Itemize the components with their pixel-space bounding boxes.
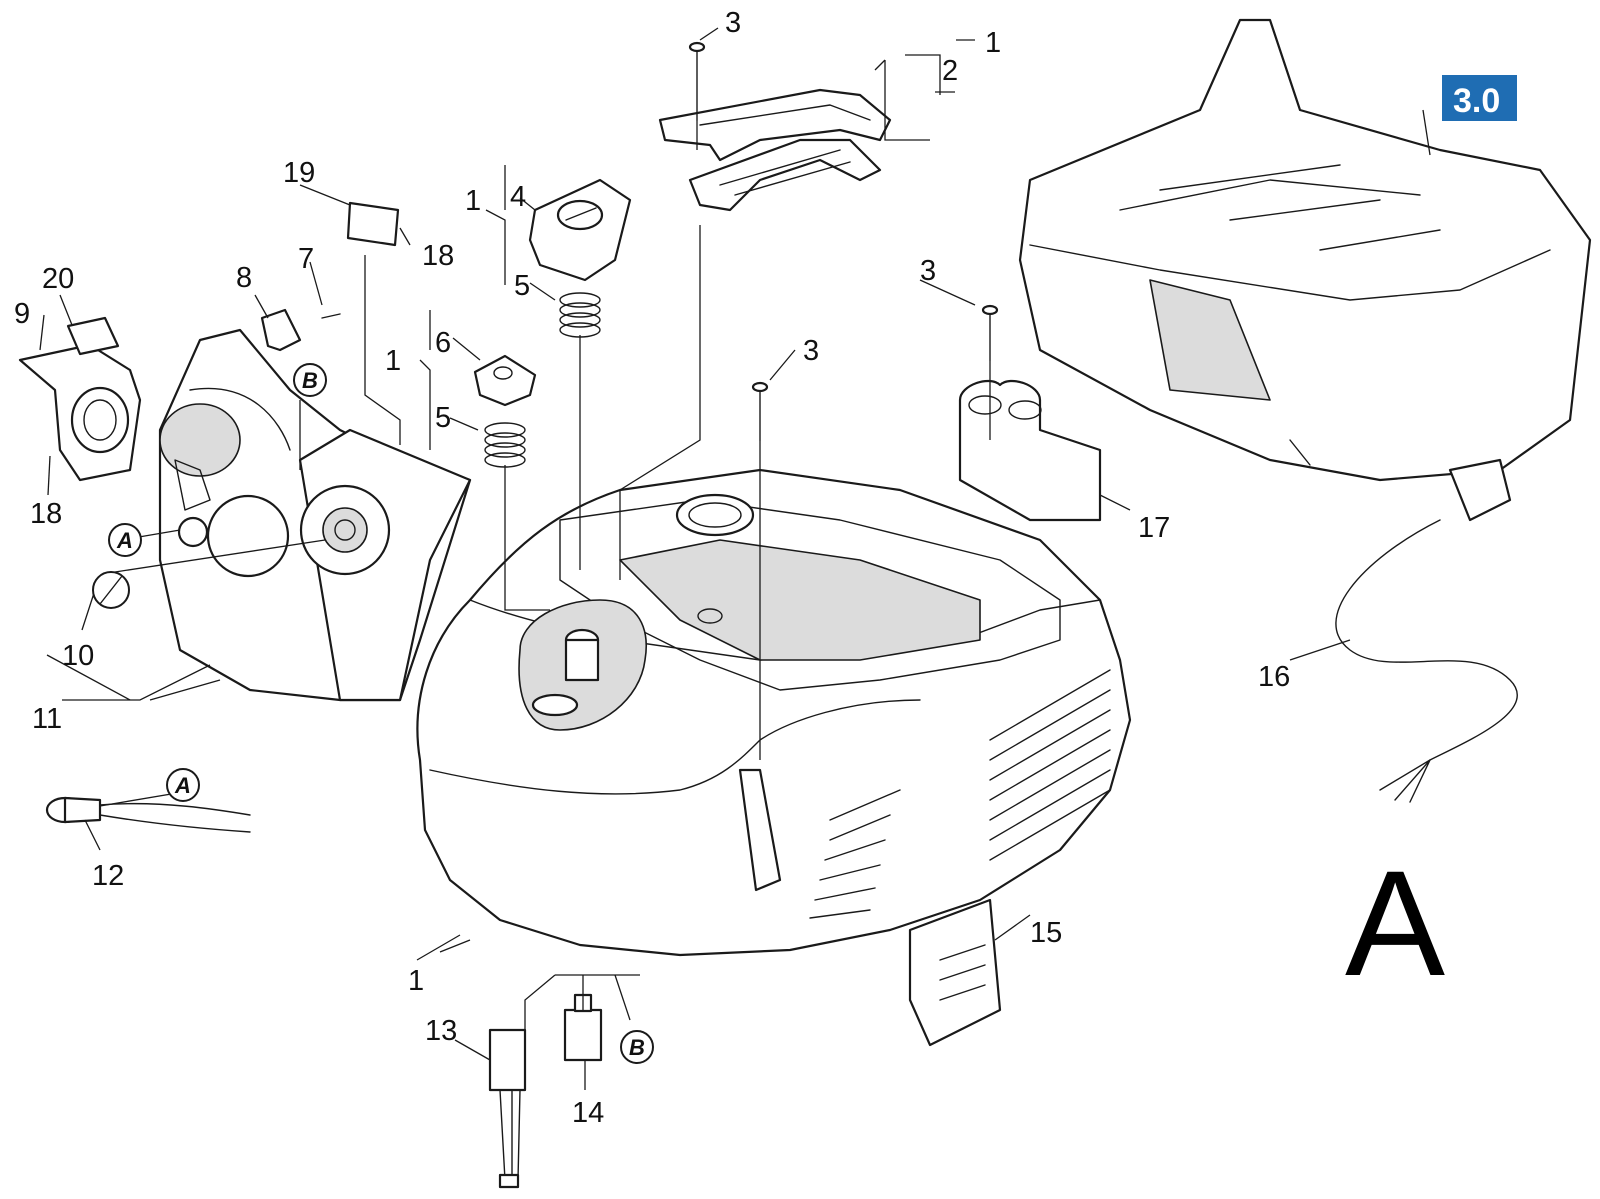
assembly-badge-background xyxy=(1442,75,1517,121)
svg-text:A: A xyxy=(174,773,191,798)
callout-19: 19 xyxy=(283,157,315,189)
assembly-badge[interactable]: 3.0 xyxy=(1442,75,1517,121)
callout-18-top: 18 xyxy=(422,240,454,272)
knob-side xyxy=(473,354,537,407)
cable-holder xyxy=(958,379,1102,522)
indicator-lamp xyxy=(45,796,251,833)
reference-markers: B A A B xyxy=(92,363,654,1064)
power-cord xyxy=(1335,458,1518,803)
ref-marker-b-bottom: B xyxy=(620,1030,654,1064)
main-housing xyxy=(416,468,1132,957)
callout-1-side: 1 xyxy=(385,345,401,377)
filter-cover xyxy=(908,898,1002,1047)
callout-3-right: 3 xyxy=(920,255,936,287)
spring-lower xyxy=(484,422,526,468)
ref-marker-a-left: A xyxy=(108,523,142,557)
front-panel xyxy=(158,328,472,702)
svg-text:B: B xyxy=(302,368,318,393)
svg-text:A: A xyxy=(116,528,133,553)
knob-top xyxy=(528,178,632,282)
ref-marker-a-lamp: A xyxy=(166,768,200,802)
label-plate xyxy=(346,201,400,247)
callout-9: 9 xyxy=(14,298,30,330)
base-tray xyxy=(1018,18,1592,482)
callout-7: 7 xyxy=(298,243,314,275)
callout-15: 15 xyxy=(1030,917,1062,949)
callout-2-handle: 2 xyxy=(942,55,958,87)
connector-13 xyxy=(488,1028,527,1189)
callout-10: 10 xyxy=(62,640,94,672)
clip xyxy=(260,308,302,352)
socket xyxy=(18,316,142,482)
carry-handle xyxy=(658,88,892,212)
screws xyxy=(321,41,999,441)
connector-14 xyxy=(563,993,603,1062)
spring-upper xyxy=(559,292,601,338)
ref-marker-b-top: B xyxy=(293,363,327,397)
callout-4: 4 xyxy=(510,181,526,213)
callout-13: 13 xyxy=(425,1015,457,1047)
assembly-badge-label: 3.0 xyxy=(1453,82,1500,120)
callout-1-bottom: 1 xyxy=(408,965,424,997)
callout-5-lower: 5 xyxy=(435,402,451,434)
vent-slots xyxy=(809,669,1111,919)
callout-11: 11 xyxy=(32,703,62,735)
callout-5-upper: 5 xyxy=(514,270,530,302)
callout-20: 20 xyxy=(42,263,74,295)
callout-16: 16 xyxy=(1258,661,1290,693)
callout-18-left: 18 xyxy=(30,498,62,530)
leader-lines xyxy=(39,27,1431,1090)
svg-text:B: B xyxy=(629,1035,645,1060)
callout-3-middle: 3 xyxy=(803,335,819,367)
figure-letter: A xyxy=(1345,839,1445,1007)
callout-14: 14 xyxy=(572,1097,604,1129)
callout-labels: 3 1 2 19 1 4 18 7 20 8 5 3 9 6 3 1 5 18 … xyxy=(14,7,1290,1129)
callout-12: 12 xyxy=(92,860,124,892)
callout-1-knob: 1 xyxy=(465,185,481,217)
callout-17: 17 xyxy=(1138,512,1170,544)
callout-3-top: 3 xyxy=(725,7,741,39)
callout-6: 6 xyxy=(435,327,451,359)
callout-1-handle: 1 xyxy=(985,27,1001,59)
callout-8: 8 xyxy=(236,262,252,294)
